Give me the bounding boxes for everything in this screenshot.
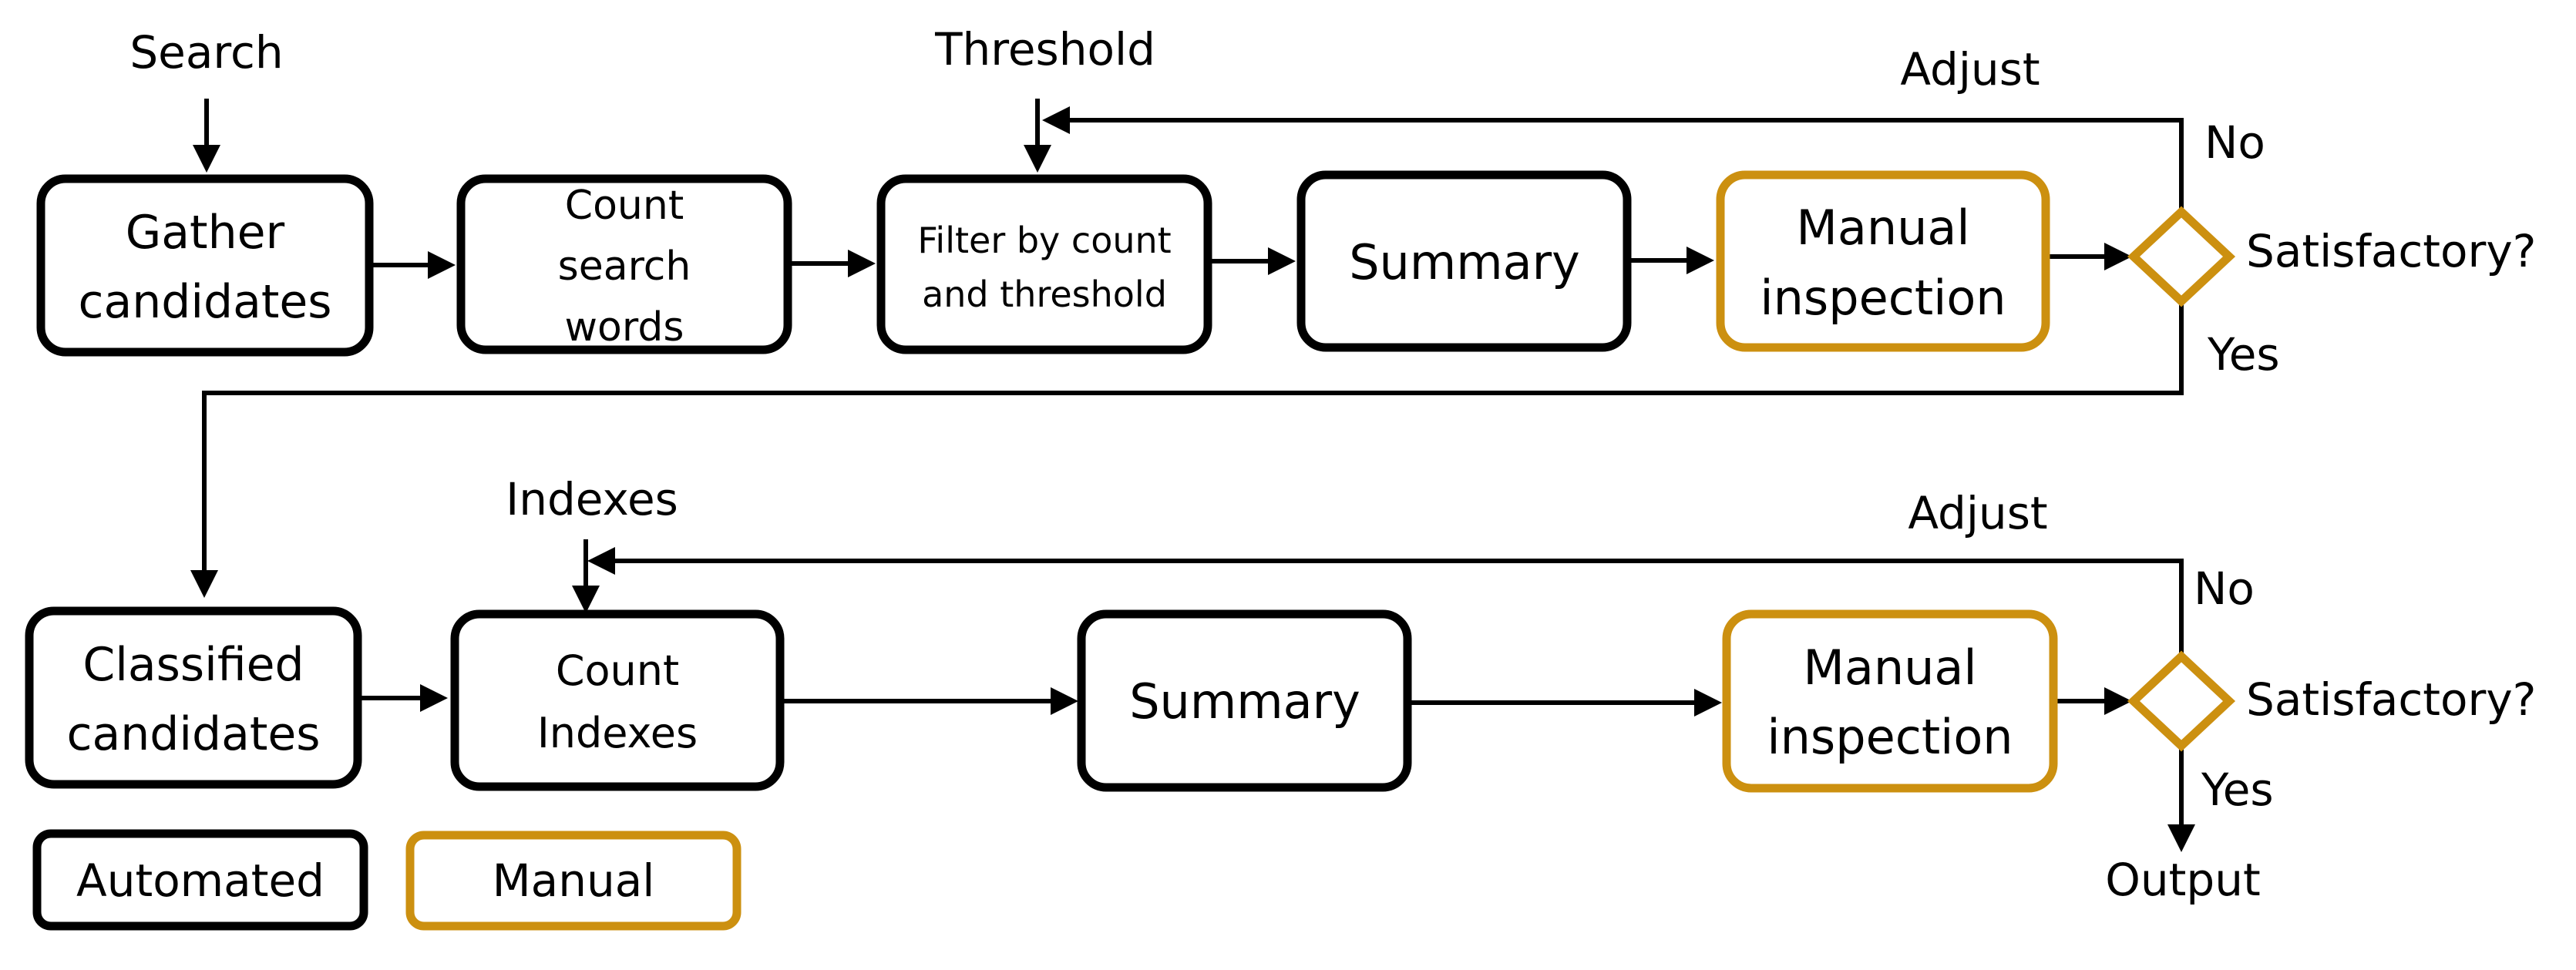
classified-candidates-box: Classified candidates	[25, 606, 362, 789]
gather-line-2: candidates	[78, 275, 331, 329]
filter-box: Filter by count and threshold	[876, 174, 1212, 354]
inspection-2-line-2: inspection	[1767, 709, 2013, 765]
search-label: Search	[129, 26, 283, 79]
output-label: Output	[2105, 854, 2260, 906]
classified-line-2: candidates	[66, 707, 320, 761]
adjust-label-2: Adjust	[1908, 487, 2047, 539]
indexes-label: Indexes	[506, 473, 678, 525]
summary-box-1: Summary	[1296, 170, 1632, 352]
decision-diamond-2	[2127, 650, 2236, 752]
count-line-1: Count	[565, 183, 684, 229]
yes-label-1: Yes	[2207, 328, 2280, 381]
count-search-words-box: Count search words	[456, 174, 792, 354]
count-indexes-box: Count Indexes	[450, 609, 785, 791]
inspection-2-line-1: Manual	[1803, 639, 1976, 696]
legend-manual: Manual	[405, 831, 742, 931]
gather-line-1: Gather	[126, 206, 285, 260]
summary-label-2: Summary	[1129, 673, 1360, 730]
satisfactory-label-1: Satisfactory?	[2246, 225, 2536, 277]
classified-line-1: Classified	[82, 638, 304, 692]
manual-inspection-outline-1	[1716, 170, 2050, 352]
summary-label-1: Summary	[1349, 234, 1580, 290]
count-indexes-line-2: Indexes	[537, 709, 698, 757]
yes-connector-line	[190, 303, 2184, 598]
inspection-line-2: inspection	[1760, 270, 2006, 326]
no-label-2: No	[2194, 562, 2255, 615]
threshold-label: Threshold	[934, 23, 1155, 76]
legend-automated-label: Automated	[76, 854, 325, 907]
no-label-1: No	[2204, 116, 2265, 169]
yes-label-2: Yes	[2201, 764, 2274, 816]
filter-line-2: and threshold	[922, 274, 1167, 315]
inspection-line-1: Manual	[1796, 200, 1969, 256]
manual-inspection-outline-2	[1722, 609, 2058, 793]
manual-inspection-box-1: Manual inspection	[1716, 170, 2050, 352]
count-line-2: search	[558, 243, 691, 290]
adjust-feedback-line	[1042, 106, 2184, 210]
filter-line-1: Filter by count	[917, 220, 1171, 261]
adjust-feedback-line-2	[587, 547, 2184, 655]
gather-candidates-box: Gather candidates	[36, 174, 374, 357]
manual-inspection-box-2: Manual inspection	[1722, 609, 2058, 793]
legend-manual-outline	[405, 831, 742, 931]
legend-automated: Automated	[32, 829, 368, 931]
summary-box-2: Summary	[1077, 609, 1412, 792]
adjust-label-1: Adjust	[1900, 43, 2040, 96]
count-indexes-line-1: Count	[556, 646, 679, 695]
satisfactory-label-2: Satisfactory?	[2246, 673, 2536, 726]
count-line-3: words	[565, 304, 684, 351]
decision-diamond-1	[2127, 206, 2236, 307]
legend-manual-label: Manual	[493, 854, 655, 907]
